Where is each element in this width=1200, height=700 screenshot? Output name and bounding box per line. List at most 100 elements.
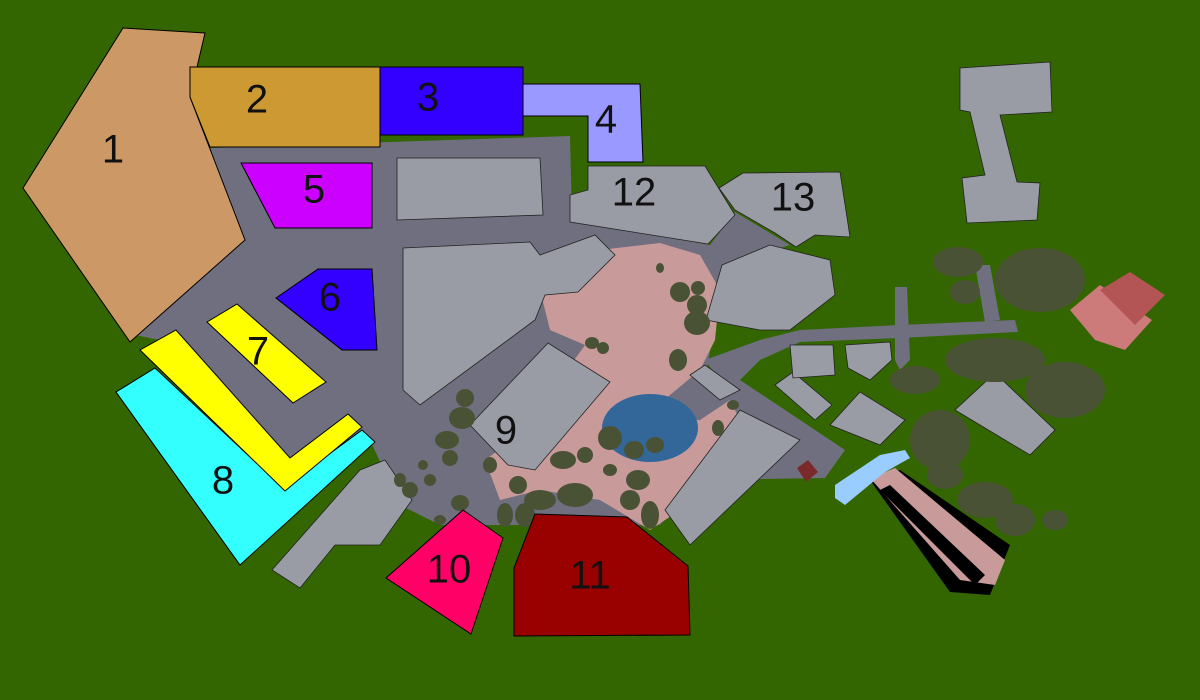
tree bbox=[435, 431, 459, 449]
building bbox=[959, 61, 1053, 224]
tree bbox=[712, 420, 724, 436]
water-slides bbox=[870, 468, 1010, 595]
tree bbox=[597, 342, 609, 354]
slide bbox=[870, 468, 1005, 585]
building bbox=[829, 391, 906, 446]
tree bbox=[945, 338, 1045, 382]
building bbox=[789, 344, 836, 379]
zone-area[interactable] bbox=[379, 66, 524, 136]
zone-area[interactable] bbox=[22, 27, 246, 343]
zone-label: 12 bbox=[612, 171, 657, 215]
zone-label: 5 bbox=[303, 168, 325, 212]
building bbox=[271, 459, 413, 589]
building bbox=[469, 342, 611, 471]
tree bbox=[641, 501, 659, 529]
tree bbox=[451, 495, 469, 511]
zone-border-strip[interactable] bbox=[139, 329, 363, 492]
zone-label: 7 bbox=[247, 330, 269, 374]
zone-8[interactable]: 8 bbox=[115, 329, 376, 566]
tree bbox=[933, 247, 983, 277]
path-north bbox=[895, 287, 910, 370]
tree bbox=[402, 482, 418, 498]
tree bbox=[656, 263, 664, 273]
zone-label: 10 bbox=[427, 548, 472, 592]
tree bbox=[456, 389, 474, 407]
tree bbox=[1025, 362, 1105, 418]
tree bbox=[497, 503, 513, 527]
zone-9[interactable]: 9 bbox=[495, 409, 517, 453]
path-northeast bbox=[975, 265, 1000, 322]
trees bbox=[394, 247, 1105, 563]
building bbox=[402, 234, 616, 406]
buildings bbox=[271, 61, 1056, 589]
zone-2[interactable]: 2 bbox=[189, 66, 381, 148]
zone-1[interactable]: 1 bbox=[22, 27, 246, 343]
tree bbox=[585, 337, 599, 349]
tree bbox=[687, 295, 707, 315]
small-red-structure bbox=[797, 460, 818, 482]
zone-5[interactable]: 5 bbox=[240, 162, 373, 229]
tree bbox=[598, 426, 622, 450]
building bbox=[774, 371, 833, 421]
zone-label: 11 bbox=[569, 554, 611, 598]
tree bbox=[515, 503, 535, 527]
zone-area[interactable] bbox=[385, 509, 504, 635]
zone-12[interactable]: 12 bbox=[569, 165, 736, 245]
tree bbox=[394, 473, 406, 487]
tree bbox=[483, 457, 497, 473]
building bbox=[705, 244, 836, 331]
zone-11[interactable]: 11 bbox=[513, 513, 691, 637]
building bbox=[664, 409, 801, 546]
zone-10[interactable]: 10 bbox=[385, 509, 504, 635]
tree bbox=[620, 490, 640, 510]
tree bbox=[727, 400, 739, 410]
tree bbox=[646, 437, 664, 453]
red-building-roof bbox=[1100, 272, 1165, 325]
zone-area[interactable] bbox=[115, 367, 376, 566]
tree bbox=[524, 490, 556, 510]
zone-3[interactable]: 3 bbox=[379, 66, 524, 136]
central-plaza bbox=[485, 243, 740, 530]
zone-area[interactable] bbox=[275, 268, 378, 351]
building bbox=[396, 157, 544, 221]
tree bbox=[626, 470, 650, 490]
zone-7[interactable]: 7 bbox=[206, 303, 327, 404]
zone-label: 9 bbox=[495, 409, 517, 453]
tree bbox=[957, 482, 1013, 518]
slide-platform bbox=[835, 450, 910, 505]
zone-6[interactable]: 6 bbox=[275, 268, 378, 351]
tree bbox=[624, 441, 644, 459]
tree bbox=[449, 407, 475, 429]
tree bbox=[691, 281, 705, 295]
tree bbox=[890, 366, 940, 394]
tree bbox=[684, 311, 710, 335]
zone-area[interactable] bbox=[513, 513, 691, 637]
tree bbox=[442, 450, 458, 466]
zone-area[interactable] bbox=[206, 303, 327, 404]
tree bbox=[927, 461, 963, 489]
tree bbox=[550, 451, 576, 469]
tree bbox=[424, 474, 436, 486]
zone-4[interactable]: 4 bbox=[522, 83, 644, 163]
zone-area[interactable] bbox=[718, 171, 851, 248]
zone-13[interactable]: 13 bbox=[718, 171, 851, 248]
red-building bbox=[1070, 285, 1152, 350]
tree bbox=[995, 248, 1085, 312]
zone-area[interactable] bbox=[569, 165, 736, 245]
tree bbox=[950, 280, 980, 304]
zone-label: 6 bbox=[319, 276, 341, 320]
zone-label: 13 bbox=[771, 176, 816, 220]
zone-label: 1 bbox=[102, 128, 124, 172]
building bbox=[844, 341, 893, 381]
zone-area[interactable] bbox=[189, 66, 381, 148]
zone-label: 3 bbox=[417, 76, 439, 120]
tree bbox=[669, 349, 687, 371]
zone-area[interactable] bbox=[522, 83, 644, 163]
tree bbox=[434, 515, 446, 525]
tree bbox=[910, 410, 970, 470]
tree bbox=[418, 460, 428, 470]
building bbox=[954, 372, 1056, 456]
zone-area[interactable] bbox=[240, 162, 373, 229]
tree bbox=[509, 476, 527, 494]
